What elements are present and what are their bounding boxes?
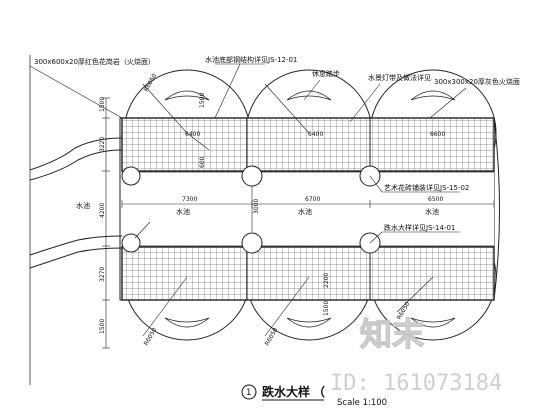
crescent-seats	[164, 90, 456, 328]
water-surface	[122, 172, 494, 246]
inlet-channel-top	[29, 137, 123, 171]
left-dimension-line	[102, 97, 110, 349]
dim-seg-mid-3: 6500	[428, 196, 443, 203]
title-paren: （	[313, 384, 325, 399]
label-art-paving: 艺术花砖铺装详见JS-15-02	[384, 183, 469, 192]
dim-inner-4: 1500	[323, 301, 330, 316]
dim-inner-3: 2200	[323, 273, 330, 288]
inlet-channel-bottom	[29, 235, 123, 256]
dim-seg-top-1: 6400	[185, 131, 200, 138]
dim-seg-mid-1: 7300	[182, 196, 197, 203]
title-number: 1	[246, 388, 251, 398]
dim-seg-mid-2: 6700	[305, 196, 320, 203]
label-tile-red: 300x600x20厚红色花岗岩（火烧面）	[34, 57, 155, 66]
dim-left-5: 1500	[99, 319, 106, 334]
watermark-logo-text: 知末	[360, 315, 424, 353]
seat-top-left	[164, 90, 210, 101]
strip-dividers	[246, 118, 371, 300]
dim-left-2: 3220	[99, 137, 106, 152]
watermark: 知末 ID: 161073184	[330, 314, 502, 396]
dim-radius-1: R6050	[143, 73, 159, 93]
label-tile-grey: 300x300x20厚灰色火烧面	[434, 77, 520, 86]
right-edge-curve	[493, 117, 500, 301]
paving-strip-top	[121, 117, 495, 172]
title-number-circle	[241, 384, 257, 400]
dim-left-3: 4200	[99, 203, 106, 218]
dim-radius-2: R6050	[143, 327, 159, 347]
stone	[121, 166, 141, 186]
label-light-strip: 水景灯带及做法详见	[368, 73, 431, 82]
label-ref-top: 水池底部钢结构详见JS-12-01	[205, 55, 297, 64]
seat-top-right	[410, 90, 456, 101]
dim-inner-2: 600	[199, 156, 206, 168]
stone	[121, 233, 141, 253]
dim-center-gap: 3000	[253, 199, 260, 214]
dim-left-4: 3270	[99, 267, 106, 282]
dim-inner-1: 1500	[199, 93, 206, 108]
stone	[241, 165, 263, 187]
seat-top-middle	[286, 90, 332, 101]
label-water: 水池	[298, 207, 312, 216]
title-scale: Scale 1:100	[337, 398, 387, 408]
dim-seg-top-3: 6600	[430, 131, 445, 138]
label-drop-detail: 跌水大样详见JS-14-01	[384, 223, 455, 232]
title-text: 跌水大样	[262, 384, 310, 399]
seat-bottom-left	[164, 317, 210, 328]
dim-left-1: 1500	[99, 97, 106, 112]
dim-seg-top-2: 6400	[308, 131, 323, 138]
stone	[241, 232, 263, 254]
label-stone-steps: 休息踏步	[312, 69, 340, 78]
label-water: 水池	[176, 207, 190, 216]
watermark-id-text: ID: 161073184	[330, 371, 502, 396]
dim-radius-3: R6050	[264, 327, 280, 347]
radius-leaders	[142, 83, 434, 337]
paving-strip-bottom	[121, 246, 495, 301]
label-water: 水池	[425, 207, 439, 216]
seat-bottom-right	[410, 317, 456, 328]
title-block: 1 跌水大样 （ Scale 1:100	[241, 384, 387, 408]
seat-bottom-middle	[286, 317, 332, 328]
center-dimension-line	[121, 186, 495, 232]
annotation-leaders	[29, 63, 467, 244]
label-water: 水池	[76, 201, 90, 210]
